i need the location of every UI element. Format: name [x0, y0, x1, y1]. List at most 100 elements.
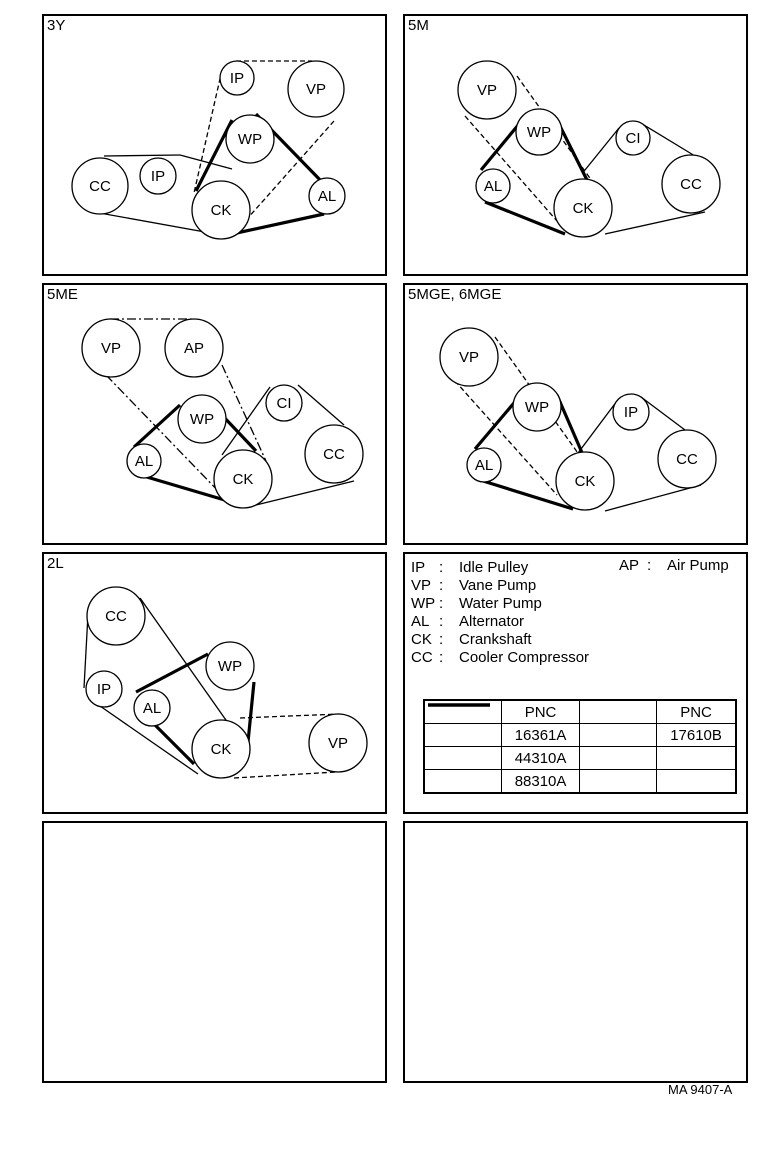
cc-pulley — [657, 429, 717, 489]
ip-label: IP — [97, 681, 111, 698]
pnc-code: 16361A — [500, 723, 581, 747]
ip-pulley — [612, 393, 650, 431]
vp-pulley — [81, 318, 141, 378]
ip-pulley — [139, 157, 177, 195]
belt-diagram-5mge: VP WP AL CK IP CC — [439, 327, 717, 512]
diagram-3y: 3Y CC IP IP VP WP CK AL — [42, 14, 387, 276]
ck-pulley — [213, 449, 273, 509]
wp-pulley — [205, 641, 255, 691]
ci-pulley — [615, 120, 651, 156]
al-label: AL — [475, 457, 493, 474]
cc-label: CC — [323, 446, 345, 463]
al-label: AL — [318, 188, 336, 205]
ci-label: CI — [277, 395, 292, 412]
legend-item-cc: CC:Cooler Compressor — [411, 649, 590, 666]
ck-label: CK — [211, 741, 232, 758]
vp-label: VP — [101, 340, 121, 357]
wp-pulley — [512, 382, 562, 432]
wp-pulley — [515, 108, 563, 156]
vp-pulley — [308, 713, 368, 773]
vp-label: VP — [328, 735, 348, 752]
empty-cell — [656, 746, 737, 770]
ci-pulley — [265, 384, 303, 422]
belt-diagram-5me: VP AP WP AL CK CI CC — [81, 318, 364, 509]
al-pulley — [308, 177, 346, 215]
vp-pulley — [287, 60, 345, 118]
panel-title: 5MGE, 6MGE — [408, 286, 502, 303]
cc-label: CC — [89, 178, 111, 195]
al-pulley — [475, 168, 511, 204]
figure-id: MA 9407-A — [668, 1082, 733, 1097]
ip-pulley-upper — [219, 60, 255, 96]
ap-pulley — [164, 318, 224, 378]
panel-title: 5M — [408, 17, 429, 34]
panel-title: 5ME — [47, 286, 78, 303]
pnc-code: 44310A — [500, 746, 581, 770]
wp-label: WP — [190, 411, 214, 428]
legend-panel: IP:Idle Pulley VP:Vane Pump WP:Water Pum… — [403, 552, 748, 814]
pnc-code: 17610B — [656, 723, 737, 747]
legend-item-ck: CK:Crankshaft — [411, 631, 532, 648]
pnc-header-left: PNC — [500, 699, 581, 724]
ck-label: CK — [573, 200, 594, 217]
ck-label: CK — [211, 202, 232, 219]
ck-label: CK — [233, 471, 254, 488]
diagram-2l: 2L CC IP AL WP CK VP — [42, 552, 387, 814]
vp-label: VP — [477, 82, 497, 99]
pnc-header-right: PNC — [656, 699, 737, 724]
ip-label: IP — [624, 404, 638, 421]
ip-label: IP — [151, 168, 165, 185]
line-sample-dashed — [423, 704, 502, 770]
al-pulley — [126, 443, 162, 479]
empty-cell — [656, 769, 737, 794]
line-sample-thick — [423, 703, 502, 747]
empty-panel-right — [403, 821, 748, 1083]
header-blank — [579, 699, 658, 724]
panel-title: 2L — [47, 555, 64, 572]
cc-pulley — [71, 157, 129, 215]
ck-pulley — [191, 719, 251, 779]
vp-pulley — [439, 327, 499, 387]
ck-label: CK — [575, 473, 596, 490]
cc-label: CC — [680, 176, 702, 193]
wp-pulley — [177, 394, 227, 444]
empty-cell — [579, 769, 658, 794]
wp-label: WP — [527, 124, 551, 141]
ck-pulley — [191, 180, 251, 240]
al-label: AL — [135, 453, 153, 470]
legend-item-al: AL:Alternator — [411, 613, 525, 630]
panel-title: 3Y — [47, 17, 66, 34]
empty-cell — [579, 746, 658, 770]
belt-diagram-3y: CC IP IP VP WP CK AL — [71, 60, 346, 240]
pnc-code: 88310A — [500, 769, 581, 794]
ip-label-upper: IP — [230, 70, 244, 87]
wp-label: WP — [525, 399, 549, 416]
diagram-5m: 5M VP WP AL CK CI CC — [403, 14, 748, 276]
vp-label: VP — [306, 81, 326, 98]
pnc-table: PNC PNC 16361A 17610B 44310A — [423, 699, 737, 794]
belt-diagram-2l: CC IP AL WP CK VP — [83, 586, 368, 779]
cc-pulley — [304, 424, 364, 484]
ap-label: AP — [184, 340, 204, 357]
ci-label: CI — [626, 130, 641, 147]
empty-panel-left — [42, 821, 387, 1083]
legend-item-ip: IP:Idle Pulley — [411, 559, 529, 576]
wp-label: WP — [238, 131, 262, 148]
wp-pulley — [225, 114, 275, 164]
line-sample-dashdot — [428, 704, 658, 747]
al-label: AL — [143, 700, 161, 717]
cc-label: CC — [676, 451, 698, 468]
vp-label: VP — [459, 349, 479, 366]
cc-pulley — [661, 154, 721, 214]
wp-label: WP — [218, 658, 242, 675]
ip-pulley — [85, 670, 123, 708]
legend-item-wp: WP:Water Pump — [411, 595, 542, 612]
al-pulley — [466, 447, 502, 483]
vp-pulley — [457, 60, 517, 120]
ck-pulley — [553, 178, 613, 238]
line-sample-thin — [423, 704, 502, 794]
al-label: AL — [484, 178, 502, 195]
al-pulley — [133, 689, 171, 727]
diagram-5me: 5ME VP AP WP AL CK CI CC — [42, 283, 387, 545]
diagram-5mge-6mge: 5MGE, 6MGE VP WP AL CK IP CC — [403, 283, 748, 545]
